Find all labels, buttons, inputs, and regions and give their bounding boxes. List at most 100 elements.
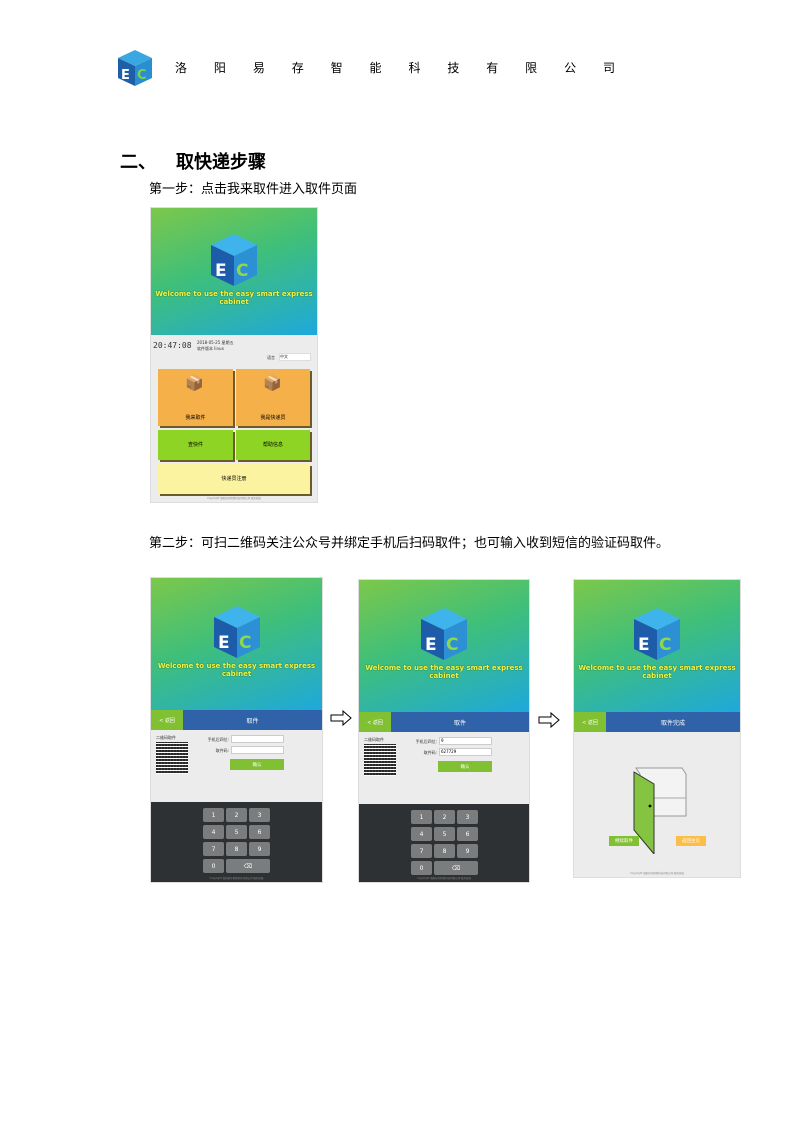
company-char: 存	[291, 61, 304, 75]
svg-text:C: C	[446, 635, 458, 655]
box-up-icon: 📦	[185, 374, 204, 392]
svg-text:E: E	[121, 68, 130, 83]
code-label: 取件码:	[215, 748, 229, 753]
welcome-text: Welcome to use the easy smart express ca…	[157, 662, 316, 678]
clock: 20:47:08	[153, 341, 192, 350]
key-3[interactable]: 3	[457, 810, 478, 824]
screen-title: 取件	[453, 719, 466, 727]
section-number: 二、	[120, 152, 156, 173]
svg-text:E: E	[425, 635, 437, 655]
company-char: 科	[408, 61, 421, 75]
confirm-button[interactable]: 确认	[230, 759, 284, 770]
tile-help[interactable]: 帮助信息	[236, 430, 310, 460]
qr-code	[364, 744, 396, 776]
svg-text:C: C	[659, 635, 671, 655]
key-6[interactable]: 6	[249, 825, 270, 839]
key-7[interactable]: 7	[203, 842, 224, 856]
svg-text:C: C	[239, 633, 251, 653]
back-button[interactable]: < 返回	[151, 710, 183, 730]
phone-input[interactable]	[231, 735, 284, 743]
phone-input[interactable]: 9	[439, 737, 492, 745]
key-6[interactable]: 6	[457, 827, 478, 841]
svg-text:C: C	[137, 68, 147, 83]
key-7[interactable]: 7	[411, 844, 432, 858]
section-heading: 二、取快递步骤	[120, 148, 266, 174]
language-label: 语言	[267, 355, 275, 360]
company-char: 限	[525, 61, 538, 75]
company-char: 司	[602, 61, 615, 75]
screen-title: 取件完成	[660, 719, 685, 727]
back-button[interactable]: < 返回	[574, 712, 606, 732]
tile-query[interactable]: 查快件	[158, 430, 233, 460]
key-1[interactable]: 1	[411, 810, 432, 824]
key-5[interactable]: 5	[434, 827, 455, 841]
arrow-right-icon	[538, 711, 560, 729]
key-8[interactable]: 8	[434, 844, 455, 858]
footer-text: Copyright 洛阳易存智能科技有限公司 服务热线	[209, 877, 264, 880]
svg-text:E: E	[638, 635, 650, 655]
key-0[interactable]: 0	[411, 861, 432, 875]
key-9[interactable]: 9	[249, 842, 270, 856]
key-5[interactable]: 5	[226, 825, 247, 839]
company-char: 有	[486, 61, 499, 75]
return-home-button[interactable]: 返回主页	[676, 836, 706, 846]
key-9[interactable]: 9	[457, 844, 478, 858]
open-locker-illustration	[632, 764, 692, 858]
company-char: 能	[369, 61, 382, 75]
code-input[interactable]	[231, 746, 284, 754]
key-1[interactable]: 1	[203, 808, 224, 822]
tile-courier-register[interactable]: 快递员注册	[158, 464, 310, 494]
continue-pickup-button[interactable]: 继续取件	[609, 836, 639, 846]
key-8[interactable]: 8	[226, 842, 247, 856]
title-bar: < 返回 取件	[359, 712, 529, 732]
company-char: 公	[564, 61, 577, 75]
footer-text: Copyright 洛阳易存智能科技有限公司 服务热线	[207, 497, 261, 500]
screen-title: 取件	[246, 717, 259, 725]
qr-label: 二维码取件	[156, 735, 176, 740]
code-label: 取件码:	[423, 750, 437, 755]
key-2[interactable]: 2	[226, 808, 247, 822]
section-title: 取快递步骤	[176, 152, 266, 173]
key-3[interactable]: 3	[249, 808, 270, 822]
footer-text: Copyright 洛阳易存智能科技有限公司 服务热线	[417, 877, 471, 880]
language-select[interactable]: 中文	[279, 353, 311, 361]
key-2[interactable]: 2	[434, 810, 455, 824]
confirm-button[interactable]: 确认	[438, 761, 492, 772]
backspace-key[interactable]: ⌫	[434, 861, 478, 875]
title-bar: < 返回 取件	[151, 710, 322, 730]
title-bar: < 返回 取件完成	[574, 712, 740, 732]
tile-pickup[interactable]: 我来取件	[158, 369, 233, 426]
footer-text: Copyright 洛阳易存智能科技有限公司 服务热线	[630, 872, 684, 875]
welcome-text: Welcome to use the easy smart express ca…	[578, 664, 736, 680]
company-char: 阳	[213, 61, 226, 75]
company-char: 智	[330, 61, 343, 75]
svg-text:E: E	[218, 633, 230, 653]
backspace-key[interactable]: ⌫	[226, 859, 270, 873]
step1-text: 第一步：点击我来取件进入取件页面	[149, 182, 358, 197]
key-4[interactable]: 4	[411, 827, 432, 841]
back-button[interactable]: < 返回	[359, 712, 391, 732]
step2-text: 第二步：可扫二维码关注公众号并绑定手机后扫码取件；也可输入收到短信的验证码取件。	[149, 536, 670, 551]
code-input[interactable]: 627729	[439, 748, 492, 756]
qr-label: 二维码取件	[364, 737, 384, 742]
key-0[interactable]: 0	[203, 859, 224, 873]
company-char: 洛	[175, 61, 188, 75]
tile-courier[interactable]: 我是快递员	[236, 369, 310, 426]
phone-label: 手机后四位:	[415, 739, 437, 744]
phone-label: 手机后四位:	[207, 737, 229, 742]
box-down-icon: 📦	[263, 374, 282, 392]
svg-text:E: E	[215, 261, 227, 281]
date: 2018-05-25 星期五	[197, 340, 234, 345]
svg-text:C: C	[236, 261, 248, 281]
key-4[interactable]: 4	[203, 825, 224, 839]
